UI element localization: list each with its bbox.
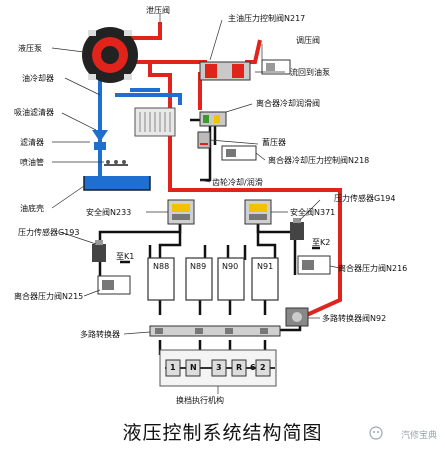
label-to-k1: 至K1: [116, 252, 135, 261]
pressure-sensor-g193: [92, 240, 106, 262]
label-n90: N90: [222, 262, 239, 271]
label-pressure-sensor-g194: 压力传感器G194: [334, 194, 396, 203]
shift-actuator: [159, 349, 277, 387]
multiplexer-valve-n92: [285, 307, 309, 327]
multiplexer: [149, 325, 281, 337]
label-return-to-pump: 流回到油泵: [290, 68, 330, 77]
label-n91: N91: [257, 262, 274, 271]
label-oil-pan: 油底壳: [20, 204, 44, 213]
label-safety-valve-n233: 安全阀N233: [86, 208, 132, 217]
label-accumulator: 蓄压器: [262, 138, 286, 147]
label-safety-valve-n371: 安全阀N371: [290, 208, 336, 217]
oil-pan: [83, 176, 151, 191]
label-gear-cooling: 齿轮冷却/润滑: [212, 178, 263, 187]
watermark-icon: [369, 426, 383, 440]
clutch-valve-n215: [97, 275, 131, 295]
label-multiplexer-valve-n92: 多路转换器阀N92: [322, 314, 387, 323]
gear-label-1: 1: [170, 363, 176, 372]
leader-lines: [51, 14, 341, 394]
label-multiplexer: 多路转换器: [80, 330, 120, 339]
label-filter: 滤清器: [20, 138, 44, 147]
gear-label-2: 2: [260, 363, 266, 372]
solenoid-n90: [217, 257, 245, 301]
label-n88: N88: [153, 262, 170, 271]
solenoid-n89: [185, 257, 213, 301]
solenoid-n91: [251, 257, 279, 301]
label-clutch-cooling-valve: 离合器冷却润滑阀: [256, 99, 320, 108]
hydraulic-pump: [82, 27, 138, 83]
label-clutch-valve-n215: 离合器压力阀N215: [14, 292, 84, 301]
suction-filter: [92, 130, 108, 150]
label-clutch-cooling-pressure-valve: 离合器冷却压力控制阀N218: [268, 156, 370, 165]
main-pressure-valve: [199, 61, 251, 81]
label-pump: 液压泵: [18, 44, 42, 53]
label-suction-filter: 吸油滤清器: [14, 108, 54, 117]
regulator-valve: [261, 59, 291, 75]
diagram-title: 液压控制系统结构简图: [122, 422, 323, 444]
label-regulator-valve: 调压阀: [296, 36, 320, 45]
gear-label-r: R: [236, 363, 243, 372]
label-n89: N89: [190, 262, 207, 271]
label-relief-valve: 泄压阀: [146, 6, 170, 15]
safety-valve-n371: [244, 199, 272, 225]
spray-tube: [104, 160, 128, 166]
oil-cooler: [134, 107, 176, 137]
label-pressure-sensor-g193: 压力传感器G193: [18, 228, 80, 237]
label-shift-actuator: 换档执行机构: [176, 396, 224, 405]
clutch-cooling-pressure-valve: [221, 145, 257, 161]
label-spray-tube: 喷油管: [20, 158, 44, 167]
solenoid-n88: [147, 257, 175, 301]
clutch-cooling-valve: [199, 111, 227, 127]
safety-valve-n233: [167, 199, 195, 225]
label-to-k2: 至K2: [312, 238, 331, 247]
accumulator: [197, 131, 211, 149]
gear-label-6: 6: [250, 363, 256, 372]
pressure-sensor-g194: [290, 218, 304, 240]
label-oil-cooler: 油冷却器: [22, 74, 54, 83]
label-main-pressure-valve: 主油压力控制阀N217: [228, 14, 306, 23]
watermark-text: 汽修宝典: [400, 431, 437, 441]
gear-label-3: 3: [216, 363, 222, 372]
clutch-valve-n216: [297, 255, 331, 275]
gear-label-n: N: [190, 363, 197, 372]
label-clutch-valve-n216: 离合器压力阀N216: [338, 264, 408, 273]
